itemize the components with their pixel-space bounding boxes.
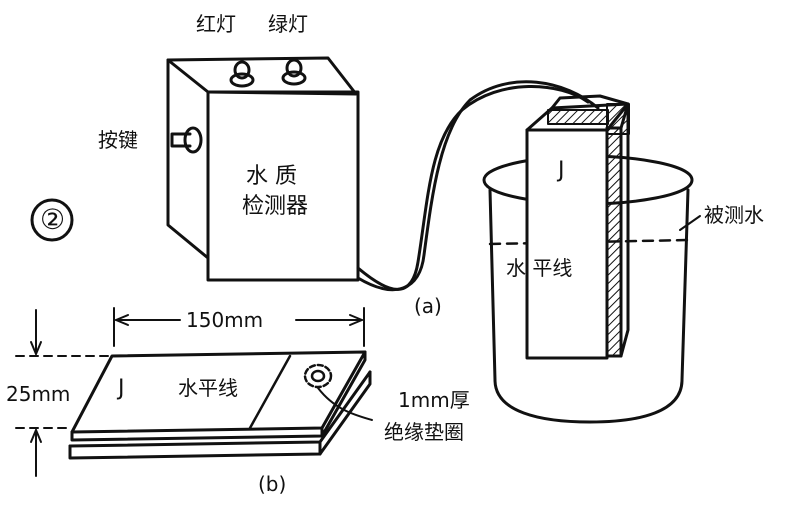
measured-water-leader bbox=[679, 215, 701, 231]
washer-label-line2: 绝缘垫圈 bbox=[384, 420, 464, 444]
green-light-icon bbox=[281, 58, 307, 86]
red-light-icon bbox=[229, 60, 255, 88]
red-light-label: 红灯 bbox=[196, 12, 236, 36]
washer-label-line1: 1mm厚 bbox=[398, 388, 470, 412]
caption-b: (b) bbox=[258, 472, 287, 496]
probe-cable-2 bbox=[356, 80, 600, 292]
device-label-line2: 检测器 bbox=[242, 194, 309, 219]
plate-waterline-label: 水平线 bbox=[178, 376, 238, 400]
figure-number-circle bbox=[30, 198, 74, 242]
figure-number: ② bbox=[40, 203, 66, 236]
button-label: 按键 bbox=[98, 128, 138, 152]
height-dimension bbox=[15, 309, 113, 477]
push-button-icon bbox=[170, 126, 203, 154]
caption-a: (a) bbox=[414, 294, 442, 318]
plate-stack bbox=[68, 350, 372, 460]
probe-waterline-label: 水 平线 bbox=[506, 256, 573, 280]
height-dimension-label: 25mm bbox=[6, 382, 71, 406]
detector-box bbox=[166, 56, 360, 282]
device-label-line1: 水 质 bbox=[246, 164, 297, 189]
width-dimension bbox=[113, 307, 365, 347]
washer-leader bbox=[317, 387, 373, 421]
measured-water-label: 被测水 bbox=[704, 203, 764, 227]
plate-letter: J bbox=[118, 376, 125, 401]
width-dimension-label: 150mm bbox=[186, 308, 264, 332]
washer-icon bbox=[303, 363, 333, 389]
probe-letter: J bbox=[558, 158, 565, 183]
green-light-label: 绿灯 bbox=[268, 12, 308, 36]
probe-plates bbox=[525, 94, 630, 360]
water-level-line bbox=[488, 238, 690, 246]
